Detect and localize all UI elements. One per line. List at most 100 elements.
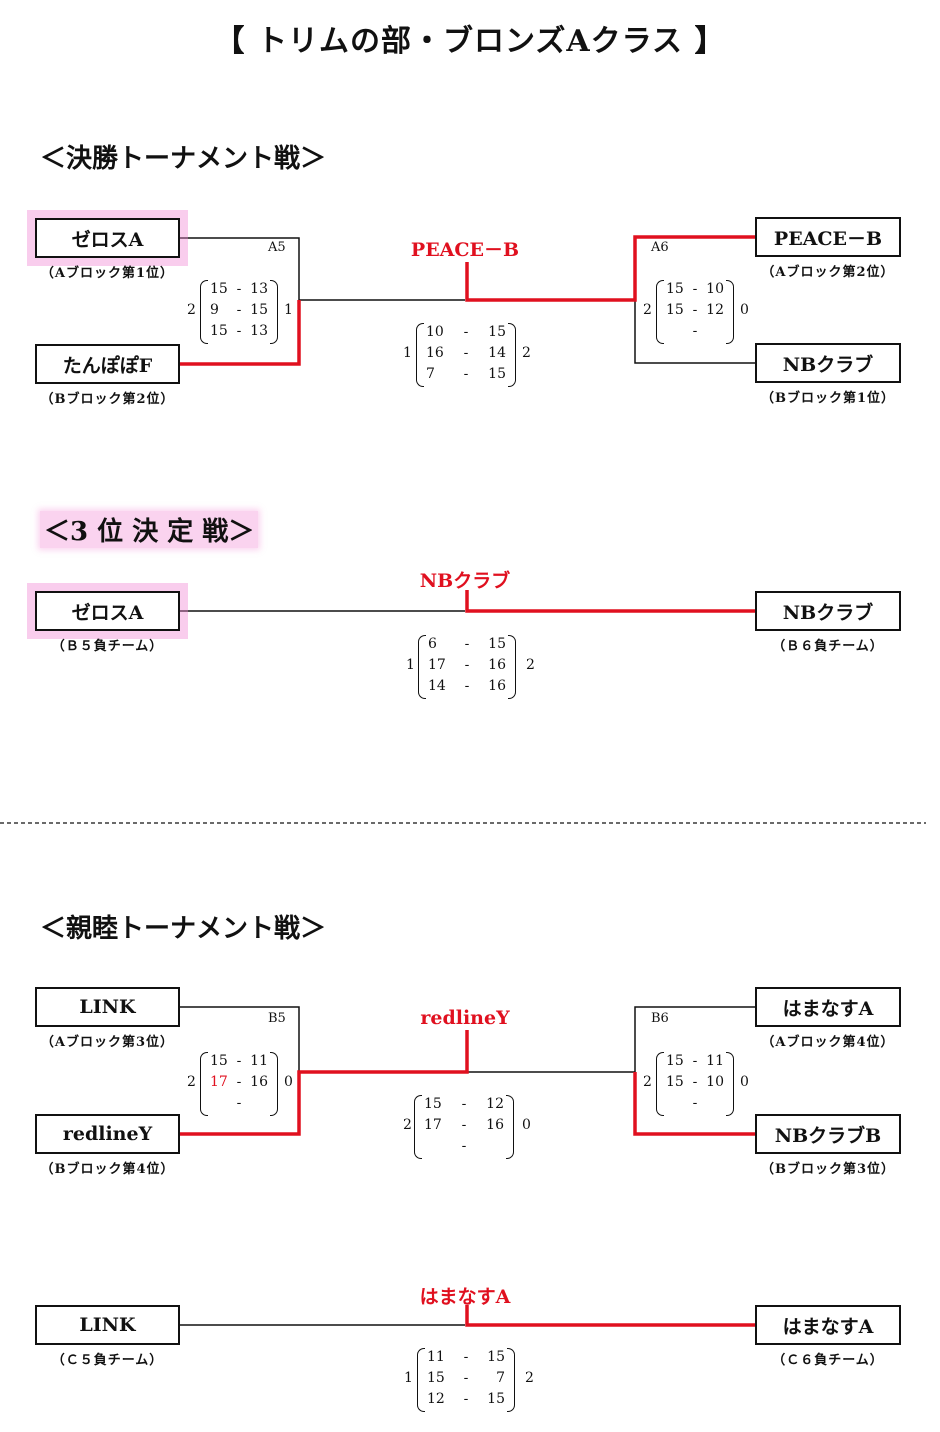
score-dash: - xyxy=(236,302,242,318)
winner-friendly3: はまなすA xyxy=(419,1286,511,1308)
team-box-friendly3-left: LINK xyxy=(35,1305,180,1345)
team-box-friendly-left-top: LINK xyxy=(35,987,180,1027)
winner-third: NBクラブ xyxy=(419,570,511,592)
score-cell: 6 xyxy=(428,636,437,652)
score-dash: - xyxy=(464,657,470,673)
win-line-third xyxy=(465,590,755,613)
team-sub-final-left-top: （Aブロック第1位） xyxy=(40,266,175,281)
score-cell: 15 xyxy=(488,366,506,382)
score-dash: - xyxy=(463,324,469,340)
score-dash: - xyxy=(463,1349,469,1365)
score-cell: 15 xyxy=(210,323,228,339)
section-third-heading: ＜3 位 決 定 戦＞ xyxy=(40,511,259,548)
score-dash: - xyxy=(464,678,470,694)
wins-friendly-right-top: 2 xyxy=(643,1074,652,1090)
wins-final-right-bottom: 0 xyxy=(740,302,749,318)
team-box-third-left: ゼロスA xyxy=(27,583,188,639)
score-cell: 17 xyxy=(424,1117,442,1133)
score-table-third: 6-15 17-16 14-16 xyxy=(418,635,516,699)
match-label-b5: B5 xyxy=(268,1011,286,1026)
score-cell: 15 xyxy=(488,324,506,340)
wins-final-right-top: 2 xyxy=(643,302,652,318)
score-cell: 15 xyxy=(666,281,684,297)
team-sub-friendly3-right: （Ｃ６負チーム） xyxy=(772,1353,884,1368)
section-final-heading: ＜決勝トーナメント戦＞ xyxy=(40,144,327,174)
score-dash: - xyxy=(236,1095,242,1111)
score-cell: 12 xyxy=(427,1391,445,1407)
score-dash: - xyxy=(463,1370,469,1386)
win-line-final-left xyxy=(180,300,301,366)
score-cell: 14 xyxy=(488,345,506,361)
score-cell: 9 xyxy=(210,302,219,318)
score-table-a6: 15-10 15-12 - xyxy=(656,280,734,344)
team-sub-friendly-left-top: （Aブロック第3位） xyxy=(40,1035,175,1050)
score-cell: 12 xyxy=(706,302,724,318)
team-box-final-left-bottom: たんぽぽF xyxy=(35,344,180,384)
team-sub-friendly3-left: （Ｃ５負チーム） xyxy=(51,1353,164,1368)
team-box-friendly3-right: はまなすA xyxy=(755,1305,901,1345)
team-sub-third-right: （Ｂ６負チーム） xyxy=(772,639,884,654)
match-label-a5: A5 xyxy=(268,240,286,255)
score-table-b6: 15-11 15-10 - xyxy=(656,1052,734,1116)
team-box-final-right-top: PEACE－B xyxy=(755,217,901,257)
score-dash: - xyxy=(692,1074,698,1090)
score-cell: 10 xyxy=(706,1074,724,1090)
win-line-friendly3 xyxy=(465,1305,755,1327)
wins-final-center-left: 1 xyxy=(403,345,412,361)
team-sub-final-left-bottom: （Bブロック第2位） xyxy=(40,392,175,407)
wins-friendly3-left: 1 xyxy=(404,1370,413,1386)
score-dash: - xyxy=(463,345,469,361)
score-dash: - xyxy=(236,1074,242,1090)
wins-friendly-right-bottom: 0 xyxy=(740,1074,749,1090)
team-box-friendly-right-top: はまなすA xyxy=(755,987,901,1027)
line-final-left-top xyxy=(180,237,300,300)
score-cell: 15 xyxy=(488,636,506,652)
wins-friendly-center-left: 2 xyxy=(403,1117,412,1133)
score-dash: - xyxy=(461,1096,467,1112)
score-cell: 16 xyxy=(486,1117,504,1133)
win-line-friendly-left xyxy=(180,1030,469,1136)
wins-friendly-left-top: 2 xyxy=(187,1074,196,1090)
wins-friendly-center-right: 0 xyxy=(522,1117,531,1133)
match-label-b6: B6 xyxy=(651,1011,669,1026)
score-cell: 16 xyxy=(250,1074,268,1090)
score-cell: 16 xyxy=(488,657,506,673)
score-dash: - xyxy=(236,281,242,297)
score-cell: 15 xyxy=(666,1053,684,1069)
section-friendly-heading: ＜親睦トーナメント戦＞ xyxy=(40,914,327,944)
wins-third-right: 2 xyxy=(526,657,535,673)
score-cell: 15 xyxy=(487,1391,505,1407)
team-sub-final-right-top: （Aブロック第2位） xyxy=(761,265,895,280)
score-dash: - xyxy=(692,1095,698,1111)
score-dash: - xyxy=(236,323,242,339)
score-dash: - xyxy=(692,281,698,297)
line-friendly-left-top xyxy=(180,1006,300,1072)
score-cell: 13 xyxy=(250,323,268,339)
score-table-a5: 15-13 9-15 15-13 xyxy=(200,280,278,344)
team-sub-friendly-right-top: （Aブロック第4位） xyxy=(761,1035,895,1050)
score-cell: 15 xyxy=(210,281,228,297)
wins-final-center-right: 2 xyxy=(522,345,531,361)
score-table-friendly: 15-12 17-16 - xyxy=(414,1095,514,1159)
score-cell: 15 xyxy=(424,1096,442,1112)
score-dash: - xyxy=(692,302,698,318)
score-cell: 16 xyxy=(426,345,444,361)
team-box-final-left-top: ゼロスA xyxy=(27,210,188,266)
winner-friendly: redlineY xyxy=(420,1007,510,1029)
score-cell-highlight: 17 xyxy=(210,1074,228,1090)
team-box-friendly-right-bottom: NBクラブB xyxy=(755,1114,901,1154)
score-cell: 15 xyxy=(487,1349,505,1365)
score-cell: 7 xyxy=(426,366,435,382)
team-sub-friendly-right-bottom: （Bブロック第3位） xyxy=(760,1162,896,1177)
team-sub-friendly-left-bottom: （Bブロック第4位） xyxy=(40,1162,175,1177)
score-dash: - xyxy=(463,366,469,382)
line-final-right-bottom xyxy=(634,300,755,364)
score-dash: - xyxy=(464,636,470,652)
score-cell: 15 xyxy=(666,302,684,318)
score-table-b5: 15-11 17-16 - xyxy=(200,1052,278,1116)
score-cell: 12 xyxy=(486,1096,504,1112)
wins-final-left-top: 2 xyxy=(187,302,196,318)
score-dash: - xyxy=(692,1053,698,1069)
score-cell: 15 xyxy=(427,1370,445,1386)
